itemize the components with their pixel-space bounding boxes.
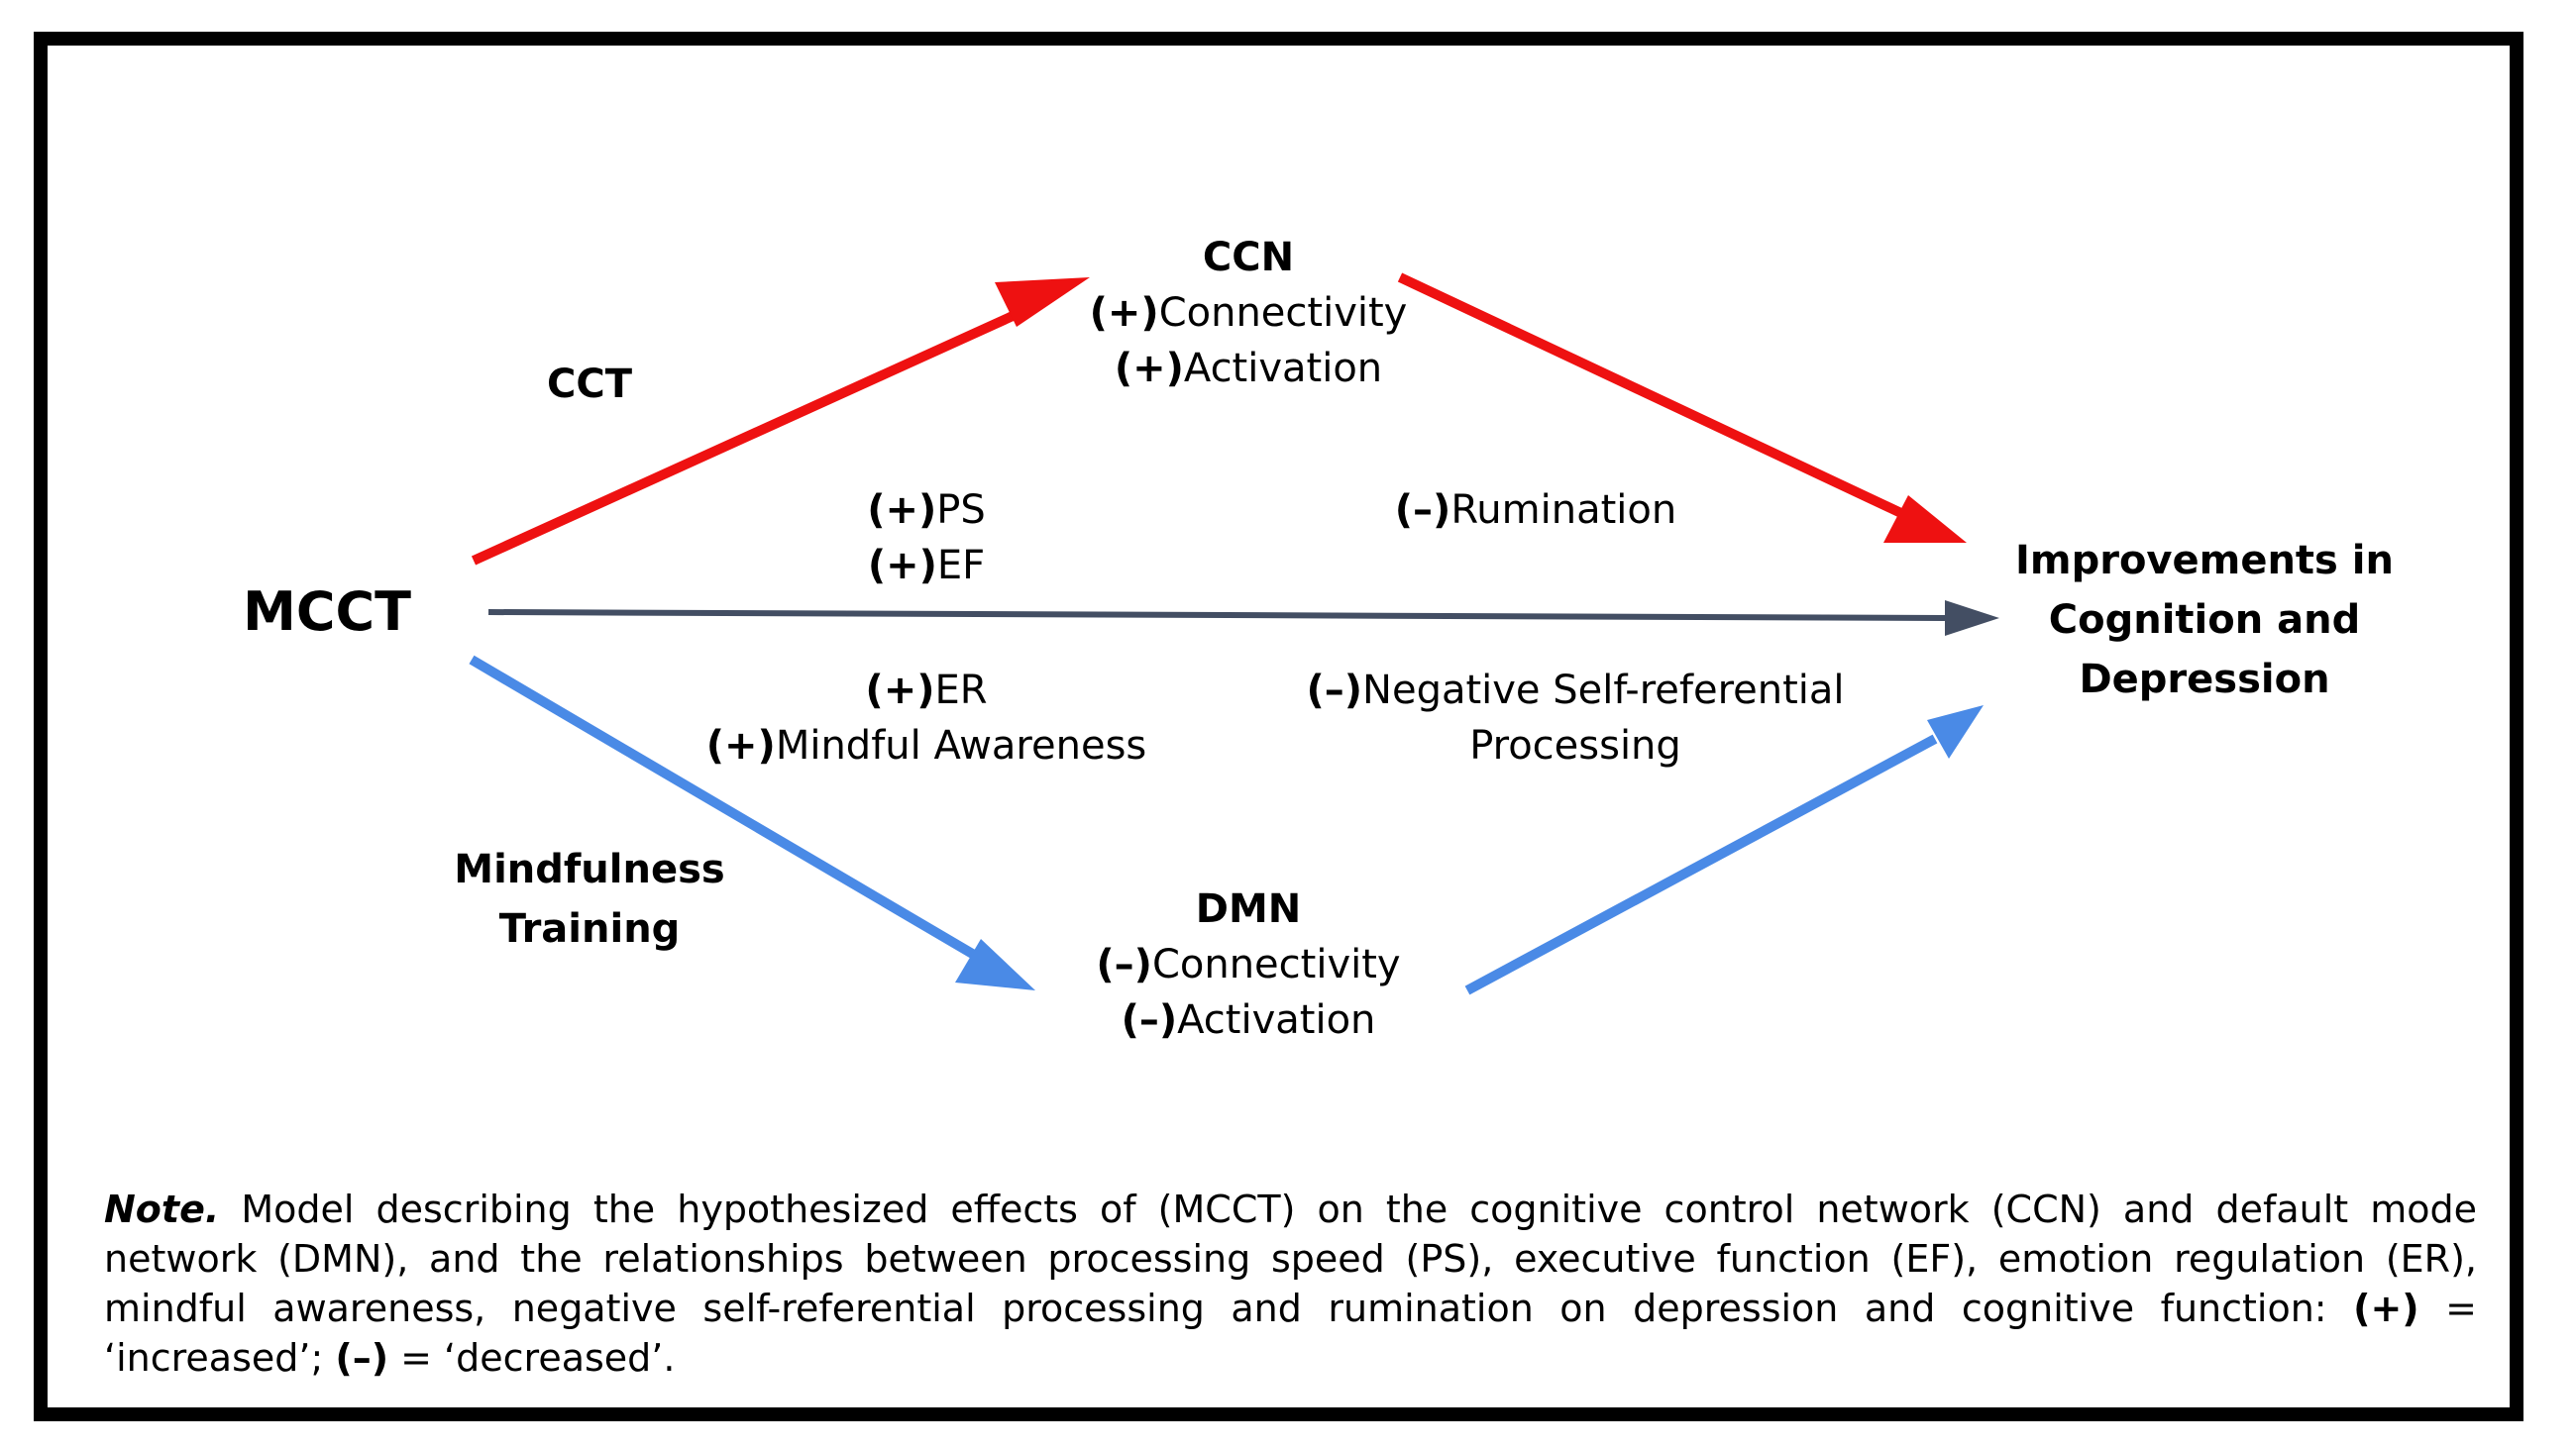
- arrow-ccn-to-outcome: [1397, 272, 1908, 520]
- figure-note: Note. Model describing the hypothesized …: [104, 1188, 2477, 1380]
- label-er: ER: [934, 668, 988, 713]
- node-ccn-title: CCN: [1202, 235, 1295, 280]
- ccn-connectivity-sign: (+): [1089, 290, 1159, 336]
- note-text: Model describing the hypothesized effect…: [104, 1188, 2477, 1330]
- arrowhead-outcome-gray: [1945, 600, 1999, 636]
- ccn-activation-sign: (+): [1114, 346, 1184, 391]
- dmn-connectivity: Connectivity: [1151, 942, 1401, 987]
- ccn-connectivity: Connectivity: [1158, 290, 1408, 336]
- node-mcct: MCCT: [243, 580, 411, 643]
- dmn-connectivity-sign: (–): [1096, 942, 1152, 987]
- note-label: Note.: [104, 1188, 220, 1231]
- label-mindful-awareness: Mindful Awareness: [775, 723, 1147, 769]
- label-ps-ef: (+)PS (+)EF: [867, 487, 986, 588]
- outcome-line-2: Cognition and: [2048, 597, 2361, 643]
- arrowhead-outcome-red: [1883, 495, 1967, 543]
- dmn-activation: Activation: [1177, 997, 1376, 1043]
- label-cct: CCT: [547, 362, 632, 407]
- arrow-mcct-to-dmn: [469, 655, 984, 964]
- label-negative-self-referential: (–)Negative Self-referential Processing: [1306, 668, 1845, 769]
- label-rumination: (–)Rumination: [1394, 487, 1677, 533]
- label-ps: PS: [936, 487, 986, 533]
- node-ccn: CCN (+)Connectivity (+)Activation: [1050, 230, 1447, 396]
- arrow-mcct-to-ccn: [471, 302, 1035, 566]
- arrowhead-outcome-blue: [1927, 705, 1984, 759]
- node-dmn: DMN (–)Connectivity (–)Activation: [1050, 881, 1447, 1048]
- arrowhead-dmn: [955, 939, 1035, 990]
- dmn-activation-sign: (–): [1121, 997, 1178, 1043]
- arrowhead-ccn: [995, 277, 1090, 327]
- label-mindfulness-training: Mindfulness Training: [454, 847, 725, 952]
- ccn-activation: Activation: [1183, 346, 1383, 391]
- node-outcome: Improvements in Cognition and Depression: [1996, 531, 2413, 709]
- label-er-awareness: (+)ER (+)Mindful Awareness: [705, 668, 1147, 769]
- arrow-dmn-to-outcome: [1464, 734, 1938, 995]
- label-ef: EF: [936, 543, 986, 588]
- node-dmn-title: DMN: [1195, 886, 1302, 932]
- arrow-mcct-to-outcome: [487, 609, 1946, 621]
- outcome-line-1: Improvements in: [2015, 538, 2394, 583]
- figure-frame: [34, 32, 2523, 1421]
- outcome-line-3: Depression: [2079, 657, 2330, 702]
